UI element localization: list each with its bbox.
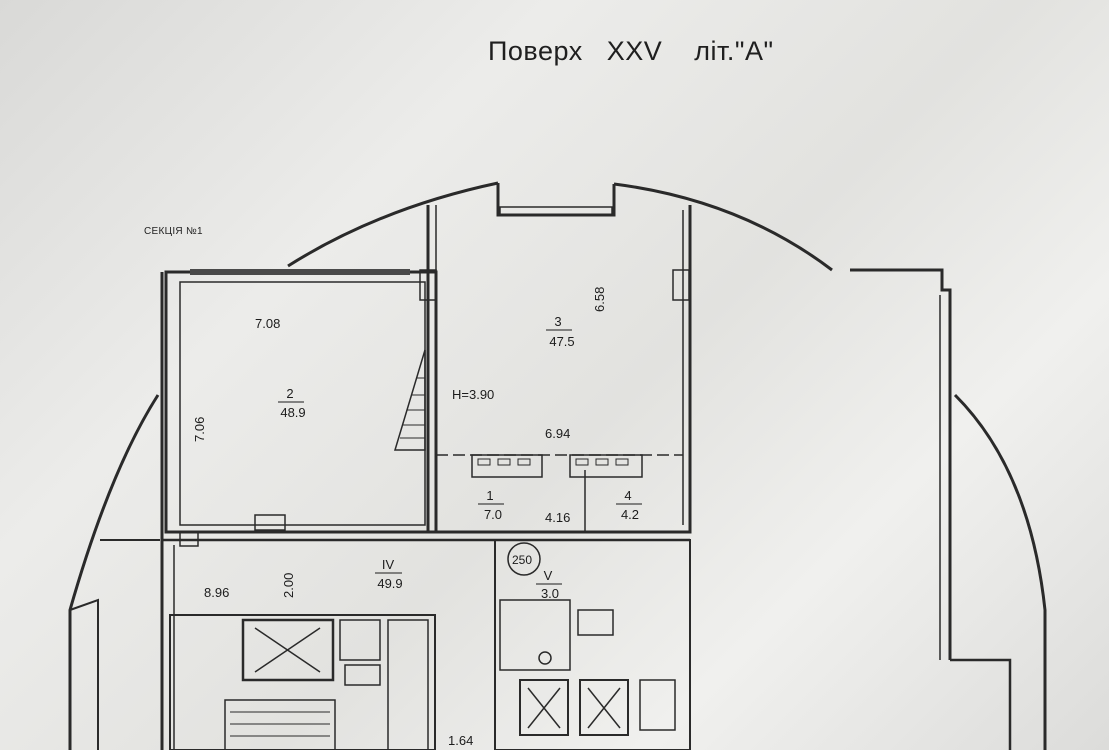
room-4-area: 4.2: [621, 507, 639, 522]
elevator-shaft-left: [241, 618, 335, 682]
height-note: H=3.90: [452, 387, 494, 402]
room-iv-number: IV: [382, 557, 395, 572]
stair-lower: [224, 699, 336, 750]
stair-room-2: [393, 349, 426, 451]
room-3-number: 3: [554, 314, 561, 329]
room-3-area: 47.5: [549, 334, 574, 349]
room-1-area: 7.0: [484, 507, 502, 522]
dimension-6-94: 6.94: [545, 426, 570, 441]
room-v-area: 3.0: [541, 586, 559, 601]
dimension-7-06: 7.06: [192, 417, 207, 442]
dimension-1-64: 1.64: [448, 733, 473, 748]
section-label: СЕКЦІЯ №1: [144, 226, 203, 237]
elevator-shaft-right-a: [519, 679, 569, 736]
room-4-number: 4: [624, 488, 631, 503]
dimension-2-00: 2.00: [281, 573, 296, 598]
floor-title: Поверх XXV літ."А": [488, 36, 774, 66]
room-2-number: 2: [286, 386, 293, 401]
circle-mark-outline: [507, 542, 541, 576]
dimension-6-58: 6.58: [592, 287, 607, 312]
top-bay: [496, 183, 616, 217]
outer-arc-top-right: [613, 182, 833, 272]
room-v-number: V: [544, 568, 553, 583]
outer-arc-left: [68, 394, 160, 750]
room-3-walls: [426, 205, 692, 534]
outer-arc-right: [953, 393, 1047, 750]
dimension-4-16: 4.16: [545, 510, 570, 525]
elevator-shaft-right-b: [579, 679, 629, 736]
outer-arc-top-left: [287, 181, 499, 268]
room-1-number: 1: [486, 488, 493, 503]
room-iv-area: 49.9: [377, 576, 402, 591]
circle-mark: 250: [512, 553, 532, 567]
top-window: [499, 206, 613, 216]
right-walls: [850, 268, 952, 660]
dimension-8-96: 8.96: [204, 585, 229, 600]
room-2-area: 48.9: [280, 405, 305, 420]
dimension-7-08: 7.08: [255, 316, 280, 331]
